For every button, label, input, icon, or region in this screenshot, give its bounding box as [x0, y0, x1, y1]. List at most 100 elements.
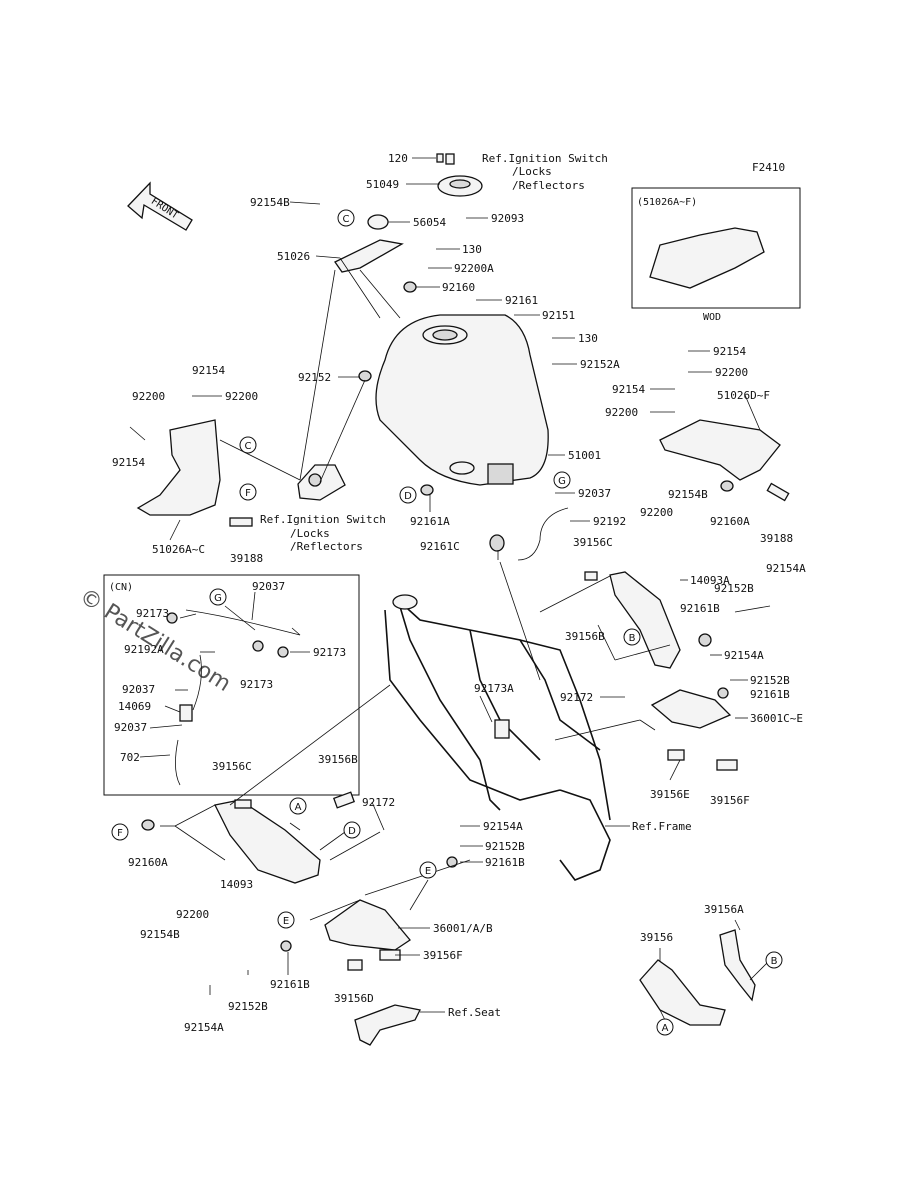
part-label: 39188 — [760, 532, 793, 545]
svg-text:G: G — [558, 476, 566, 487]
part-label: Ref.Frame — [632, 820, 692, 833]
inset-wod: (51026A~F) WOD — [631, 187, 801, 323]
part-label: 92173A — [474, 682, 514, 695]
circle-letter-a-1: A — [289, 797, 307, 815]
circle-letter-c-1: C — [337, 209, 355, 227]
part-label: 92152B — [485, 840, 525, 853]
part-label: 92154B — [140, 928, 180, 941]
part-label: 130 — [462, 243, 482, 256]
svg-text:C: C — [343, 214, 350, 225]
svg-text:D: D — [404, 491, 412, 502]
circle-letters: C C F D G G B A D F E E B A — [111, 209, 783, 1036]
part-label: 92200 — [715, 366, 748, 379]
part-label: 92154 — [612, 383, 645, 396]
part-label: /Reflectors — [512, 179, 585, 192]
svg-text:G: G — [214, 593, 222, 604]
part-label: 92172 — [362, 796, 395, 809]
svg-text:E: E — [283, 916, 289, 927]
circle-letter-e-1: E — [419, 861, 437, 879]
sticker-39156A — [719, 929, 756, 1002]
part-label: 39156F — [710, 794, 750, 807]
part-label: 39156D — [334, 992, 374, 1005]
part-label: 92200 — [176, 908, 209, 921]
bracket-36001C-E — [650, 689, 732, 729]
circle-letter-f-2: F — [111, 823, 129, 841]
part-label: 92037 — [122, 683, 155, 696]
circle-letter-a-2: A — [656, 1018, 674, 1036]
svg-text:A: A — [662, 1023, 669, 1034]
fuel-tank — [375, 314, 549, 486]
part-label: 51001 — [568, 449, 601, 462]
bracket-36001-A-B — [324, 899, 411, 951]
part-label: 92152B — [750, 674, 790, 687]
grommets — [141, 281, 734, 952]
part-label: 36001C~E — [750, 712, 803, 725]
part-label: 39156 — [640, 931, 673, 944]
part-label: 92154 — [192, 364, 225, 377]
circle-letter-b-2: B — [765, 951, 783, 969]
part-label: /Reflectors — [290, 540, 363, 553]
part-label: 130 — [578, 332, 598, 345]
seat-bracket — [354, 1004, 421, 1046]
part-label: 92173 — [136, 607, 169, 620]
svg-text:D: D — [348, 826, 356, 837]
circle-letter-e-2: E — [277, 911, 295, 929]
part-label: /Locks — [512, 165, 552, 178]
part-label: 92161A — [410, 515, 450, 528]
part-label: 92160A — [128, 856, 168, 869]
svg-text:A: A — [295, 802, 302, 813]
svg-text:E: E — [425, 866, 431, 877]
part-label: 92161B — [750, 688, 790, 701]
part-label: 92154A — [724, 649, 764, 662]
part-label: 92192A — [124, 643, 164, 656]
part-label: 51026A~C — [152, 543, 205, 556]
part-label: 92154 — [112, 456, 145, 469]
main-frame — [384, 594, 611, 881]
part-label: 92160A — [710, 515, 750, 528]
part-label: 92173 — [240, 678, 273, 691]
part-label: 92154 — [713, 345, 746, 358]
part-labels: 120 Ref.Ignition Switch /Locks /Reflecto… — [112, 152, 806, 1034]
circle-letter-d-2: D — [343, 821, 361, 839]
part-label: 39156B — [565, 630, 605, 643]
svg-text:B: B — [771, 956, 778, 967]
part-label: Ref.Ignition Switch — [260, 513, 386, 526]
part-label: 92200 — [132, 390, 165, 403]
part-label: 702 — [120, 751, 140, 764]
small-stickers — [229, 482, 790, 971]
inset-wod-title: (51026A~F) — [637, 197, 697, 208]
part-label: 14069 — [118, 700, 151, 713]
part-label: /Locks — [290, 527, 330, 540]
part-label: 51026D~F — [717, 389, 770, 402]
ring-56054 — [367, 214, 389, 230]
part-label: 14093A — [690, 574, 730, 587]
part-label: 92037 — [578, 487, 611, 500]
left-cover-51026A-C — [136, 419, 221, 516]
circle-letter-d-1: D — [399, 486, 417, 504]
part-label: 51049 — [366, 178, 399, 191]
part-label: 92152B — [714, 582, 754, 595]
circle-letter-f-1: F — [239, 483, 257, 501]
part-label: 92152 — [298, 371, 331, 384]
part-label: 92200 — [225, 390, 258, 403]
part-label: 92173 — [313, 646, 346, 659]
part-label: 39156F — [423, 949, 463, 962]
ignition-switch — [297, 464, 346, 501]
part-label: 39156C — [212, 760, 252, 773]
part-label: 92192 — [593, 515, 626, 528]
front-arrow: FRONT — [127, 181, 193, 231]
inset-cn-title: (CN) — [109, 582, 133, 593]
part-label: 39156C — [573, 536, 613, 549]
figure-code: F2410 — [752, 161, 785, 174]
part-label: 92154B — [250, 196, 290, 209]
svg-text:F: F — [117, 828, 123, 839]
part-label: 14093 — [220, 878, 253, 891]
part-label: 92160 — [442, 281, 475, 294]
part-label: Ref.Seat — [448, 1006, 501, 1019]
part-label: 92152A — [580, 358, 620, 371]
right-cover-51026D-F — [659, 419, 781, 481]
part-label: 92200 — [605, 406, 638, 419]
part-label: 39156A — [704, 903, 744, 916]
part-label: 92161 — [505, 294, 538, 307]
